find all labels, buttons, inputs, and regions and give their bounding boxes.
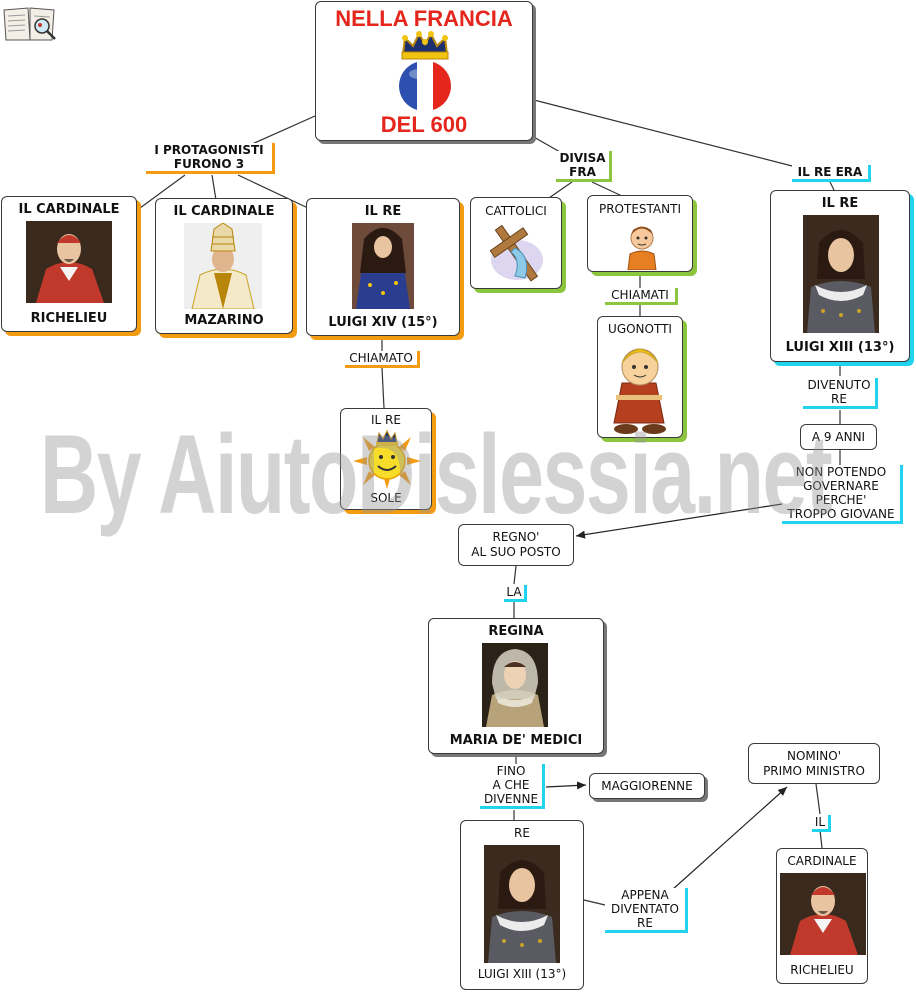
king-louis-xiii-portrait-icon [803, 215, 879, 337]
cattolici-label: CATTOLICI [485, 204, 547, 218]
node-cattolici[interactable]: CATTOLICI [470, 197, 562, 289]
node-regno-al-suo-posto[interactable]: REGNO' AL SUO POSTO [458, 524, 574, 566]
node-luigi-xiv[interactable]: IL RE LUIGI XIV (15°) [306, 198, 460, 336]
maggiorenne-label: MAGGIORENNE [601, 779, 693, 793]
regno-label: REGNO' AL SUO POSTO [471, 530, 561, 559]
re-sole-top-label: IL RE [371, 413, 401, 427]
mazarino-top-label: IL CARDINALE [173, 204, 275, 219]
king-louis-xiv-portrait-icon [352, 223, 414, 313]
title-node[interactable]: NELLA FRANCIA DEL 600 [315, 1, 533, 141]
monk-icon [604, 337, 678, 439]
node-nomino-primo-ministro[interactable]: NOMINO' PRIMO MINISTRO [748, 743, 880, 784]
node-maggiorenne[interactable]: MAGGIORENNE [589, 773, 705, 799]
luigi-xiii-top-name: LUIGI XIII (13°) [785, 340, 895, 355]
node-protestanti[interactable]: PROTESTANTI [587, 195, 693, 272]
mazarino-bottom-label: MAZARINO [184, 313, 264, 328]
node-luigi-xiii-top[interactable]: IL RE LUIGI XIII (13°) [770, 190, 910, 362]
sun-king-icon [349, 425, 425, 495]
richelieu-bottom-label: RICHELIEU [30, 311, 108, 326]
richelieu-bottom-top-label: CARDINALE [787, 854, 857, 868]
cardinal-portrait-icon [26, 221, 112, 307]
book-logo-icon [2, 4, 58, 48]
king-louis-xiii-portrait-icon-2 [484, 845, 560, 967]
label-il-re-era: IL RE ERA [792, 165, 871, 182]
title-bottom: DEL 600 [380, 112, 468, 137]
node-mazarino[interactable]: IL CARDINALE MAZARINO [155, 198, 293, 334]
luigi-xiv-top-label: IL RE [364, 204, 402, 219]
cross-icon [485, 220, 549, 290]
queen-portrait-icon [482, 643, 548, 731]
node-ugonotti[interactable]: UGONOTTI [597, 316, 683, 438]
cardinal-portrait-icon-2 [780, 873, 866, 959]
label-appena-diventato: APPENA DIVENTATO RE [605, 888, 688, 933]
label-non-potendo: NON POTENDO GOVERNARE PERCHE' TROPPO GIO… [782, 465, 903, 524]
watermark: By AiutoDislessia.net [40, 412, 833, 537]
luigi-xiii-bottom-name: LUIGI XIII (13°) [477, 967, 567, 981]
node-re-sole[interactable]: IL RE SOLE [340, 408, 432, 510]
label-fino-a-che: FINO A CHE DIVENNE [480, 764, 545, 809]
node-luigi-xiii-bottom[interactable]: RE LUIGI XIII (13°) [460, 820, 584, 990]
label-chiamato: CHIAMATO [345, 351, 420, 368]
title-top: NELLA FRANCIA [335, 6, 513, 31]
label-protagonisti: I PROTAGONISTI FURONO 3 [146, 143, 275, 174]
regina-bottom-label: MARIA DE' MEDICI [449, 733, 583, 748]
french-flag-crown-icon [393, 30, 457, 116]
protestanti-label: PROTESTANTI [598, 202, 681, 216]
boy-icon [624, 218, 660, 274]
luigi-xiii-bottom-title: RE [514, 826, 530, 840]
re-sole-bottom-label: SOLE [370, 491, 402, 505]
luigi-xiii-top-title: IL RE [821, 196, 859, 211]
richelieu-bottom-name: RICHELIEU [790, 963, 854, 977]
node-regina[interactable]: REGINA MARIA DE' MEDICI [428, 618, 604, 754]
label-il: IL [812, 815, 831, 832]
richelieu-top-label: IL CARDINALE [18, 202, 120, 217]
label-divisa-fra: DIVISA FRA [556, 151, 612, 182]
label-la: LA [504, 585, 527, 602]
a-9-anni-label: A 9 ANNI [811, 430, 866, 444]
nomino-label: NOMINO' PRIMO MINISTRO [763, 749, 865, 778]
pope-portrait-icon [184, 222, 262, 313]
regina-top-label: REGINA [488, 624, 544, 639]
label-chiamati: CHIAMATI [605, 288, 678, 305]
node-richelieu[interactable]: IL CARDINALE RICHELIEU [1, 196, 137, 332]
luigi-xiv-bottom-label: LUIGI XIV (15°) [328, 315, 438, 330]
node-a-9-anni[interactable]: A 9 ANNI [800, 424, 877, 450]
ugonotti-label: UGONOTTI [608, 322, 672, 336]
node-richelieu-bottom[interactable]: CARDINALE RICHELIEU [776, 848, 868, 984]
label-divenuto-re: DIVENUTO RE [803, 378, 878, 409]
